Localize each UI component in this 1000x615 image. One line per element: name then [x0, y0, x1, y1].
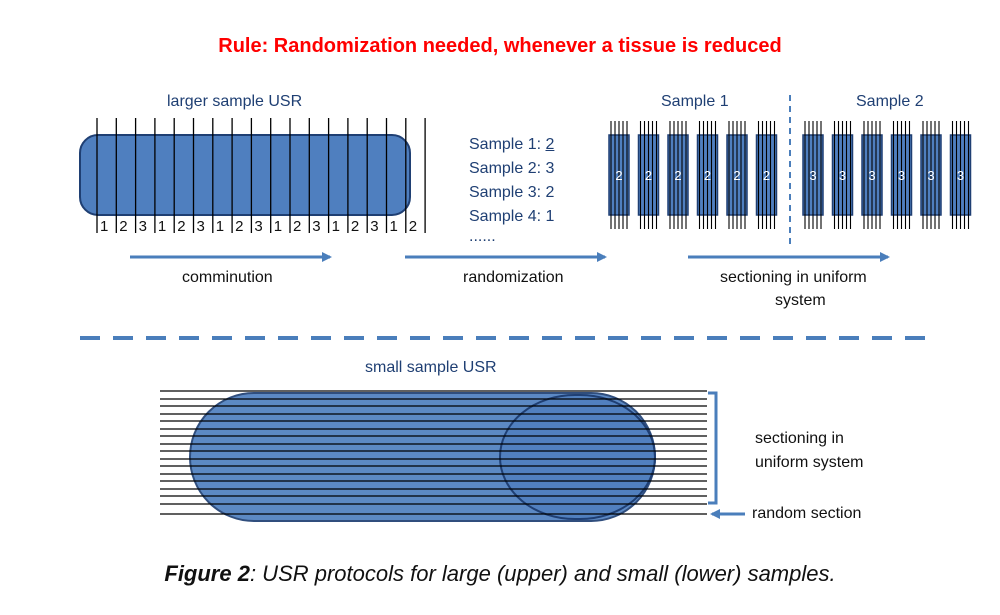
sample-slab-digit: 3 — [809, 168, 816, 183]
sample-slab-digit: 3 — [839, 168, 846, 183]
randomization-list-ellipsis: ...... — [469, 228, 496, 245]
small-sample-overlap-outline — [499, 394, 656, 520]
small-sample-shape-main — [189, 392, 656, 522]
slab-number: 1 — [389, 218, 398, 235]
large-sample-block — [79, 134, 411, 216]
sample-slab-digit: 2 — [733, 168, 740, 183]
slab-number: 3 — [312, 218, 321, 235]
small-sample-title: small sample USR — [365, 359, 497, 376]
randomization-list-item-2: Sample 2: 3 — [469, 160, 555, 177]
sample-slab-digit: 3 — [898, 168, 905, 183]
sample-1-title: Sample 1 — [661, 93, 729, 110]
slab-number: 1 — [273, 218, 283, 235]
slab-number: 2 — [293, 218, 302, 235]
slab-number: 2 — [177, 218, 186, 235]
figure-caption: Figure 2: USR protocols for large (upper… — [0, 563, 1000, 585]
sample-slab-digit: 2 — [674, 168, 681, 183]
randomization-list-item-3: Sample 3: 2 — [469, 184, 555, 201]
slab-number: 2 — [350, 218, 360, 235]
sectioning-label-lower-line1: sectioning in — [755, 430, 844, 447]
slab-number: 3 — [370, 218, 379, 235]
large-sample-title: larger sample USR — [167, 93, 303, 110]
sample-slab-digit: 2 — [645, 168, 652, 183]
sample-1-slabs: 2 2 2 2 2 2 — [608, 121, 778, 229]
sample-slab-digit: 3 — [927, 168, 934, 183]
sample-slab-digit: 2 — [763, 168, 770, 183]
slab-number: 3 — [138, 218, 147, 235]
sectioning-label-lower-line2: uniform system — [755, 454, 864, 471]
sample-2-title: Sample 2 — [856, 93, 924, 110]
slab-number: 2 — [119, 218, 128, 235]
slab-number: 3 — [196, 218, 205, 235]
slab-number: 2 — [235, 218, 244, 235]
slab-number: 1 — [331, 218, 340, 235]
slab-number: 2 — [408, 218, 418, 235]
sample-slab-digit: 2 — [704, 168, 711, 183]
slab-number: 3 — [254, 218, 263, 235]
uniform-section-lines — [160, 390, 707, 515]
slab-number: 1 — [100, 218, 109, 235]
randomization-list-item-1: Sample 1: 2 — [469, 136, 555, 153]
sample-2-slabs: 3 3 3 3 3 3 — [802, 121, 972, 229]
rule-title: Rule: Randomization needed, whenever a t… — [218, 35, 782, 57]
sectioning-bracket — [708, 391, 718, 505]
sample-slab-digit: 2 — [615, 168, 622, 183]
slab-number: 1 — [157, 218, 167, 235]
random-section-label: random section — [752, 505, 862, 522]
caption-text: : USR protocols for large (upper) and sm… — [249, 561, 836, 586]
slab-cut-lines — [96, 118, 426, 233]
randomization-list-item-4: Sample 4: 1 — [469, 208, 555, 225]
randomization-label: randomization — [463, 269, 564, 286]
slab-number: 1 — [215, 218, 225, 235]
comminution-label: comminution — [182, 269, 273, 286]
sample-slab-digit: 3 — [868, 168, 875, 183]
sample-slab-digit: 3 — [957, 168, 964, 183]
caption-figure-number: Figure 2 — [164, 561, 250, 586]
sectioning-label-upper-line2: system — [775, 292, 826, 309]
sectioning-label-upper-line1: sectioning in uniform — [720, 269, 867, 286]
